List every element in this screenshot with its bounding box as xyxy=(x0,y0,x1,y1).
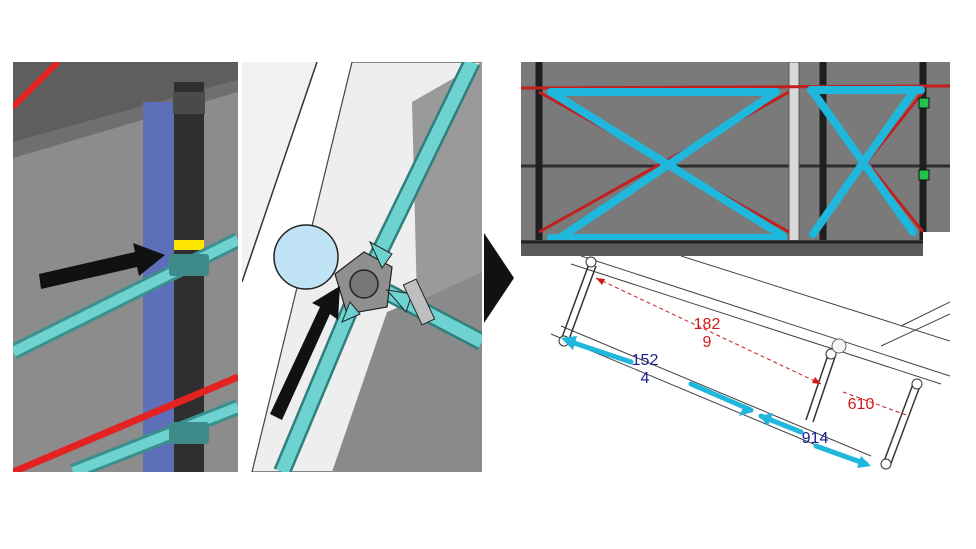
bracing-elevation-illustration xyxy=(521,62,950,258)
dimension-plan-drawing xyxy=(521,256,950,472)
node-plan-illustration xyxy=(242,62,482,472)
standard-closeup-illustration xyxy=(13,62,238,472)
vertical-post xyxy=(788,62,800,258)
dimension-label-red-short: 610 xyxy=(847,396,875,413)
arrow-right-icon xyxy=(39,243,165,289)
light-blue-circle xyxy=(273,224,339,290)
panel-dimension-plan: 182 9 152 4 610 914 xyxy=(521,256,950,472)
dimension-label-red-long: 182 9 xyxy=(693,316,721,351)
yellow-marker xyxy=(174,240,204,250)
ledger-clamp xyxy=(169,254,209,276)
dimension-label-navy-left: 152 4 xyxy=(631,352,659,387)
panel-bracing-elevation xyxy=(521,62,950,258)
dimension-label-navy-right: 914 xyxy=(801,430,829,447)
arrow-up-right-icon xyxy=(270,286,340,420)
triangle-right-icon xyxy=(484,233,514,323)
panel-node-plan xyxy=(242,62,482,472)
panel-standard-closeup xyxy=(13,62,238,472)
